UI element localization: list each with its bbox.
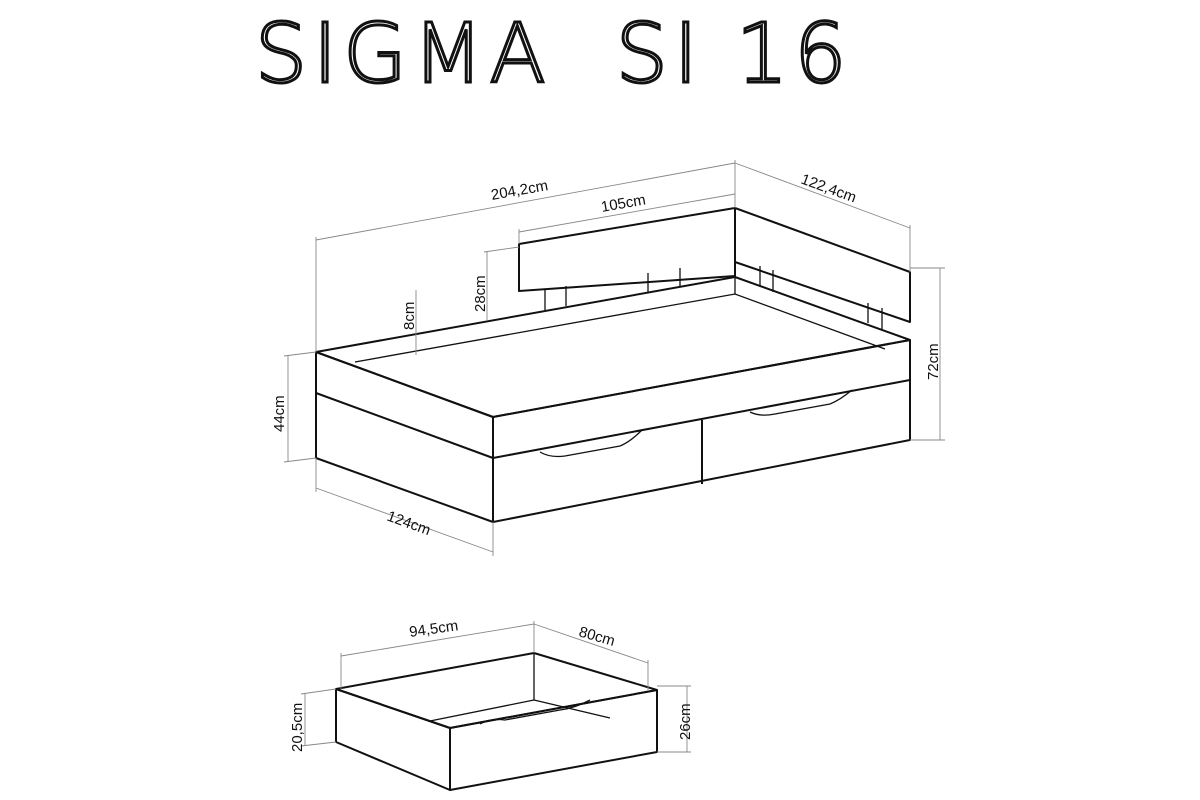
label-headboard-length: 105cm (600, 191, 647, 216)
label-frame-rim: 8cm (401, 302, 418, 330)
label-total-depth: 122,4cm (799, 171, 859, 207)
label-total-height: 72cm (925, 343, 942, 380)
label-headboard-height: 28cm (472, 275, 489, 312)
drawer-dimension-lines (300, 621, 691, 753)
label-drawer-front-height: 26cm (677, 703, 694, 740)
bed-dimension-labels: 204,2cm 105cm 122,4cm 72cm 44cm 124cm 28… (271, 171, 942, 539)
label-drawer-depth: 80cm (577, 624, 617, 650)
bed-dimension-lines (283, 160, 945, 556)
drawer-drawing (335, 652, 658, 791)
drawer-dimension-labels: 94,5cm 80cm 20,5cm 26cm (289, 617, 694, 752)
bed-drawing (315, 207, 911, 523)
label-bed-height: 44cm (271, 395, 288, 432)
label-total-length: 204,2cm (490, 177, 550, 204)
label-drawer-length: 94,5cm (408, 617, 459, 641)
label-drawer-back-height: 20,5cm (289, 703, 306, 752)
label-front-width: 124cm (385, 508, 433, 539)
product-title: SIGMA SI 16 (255, 7, 852, 102)
